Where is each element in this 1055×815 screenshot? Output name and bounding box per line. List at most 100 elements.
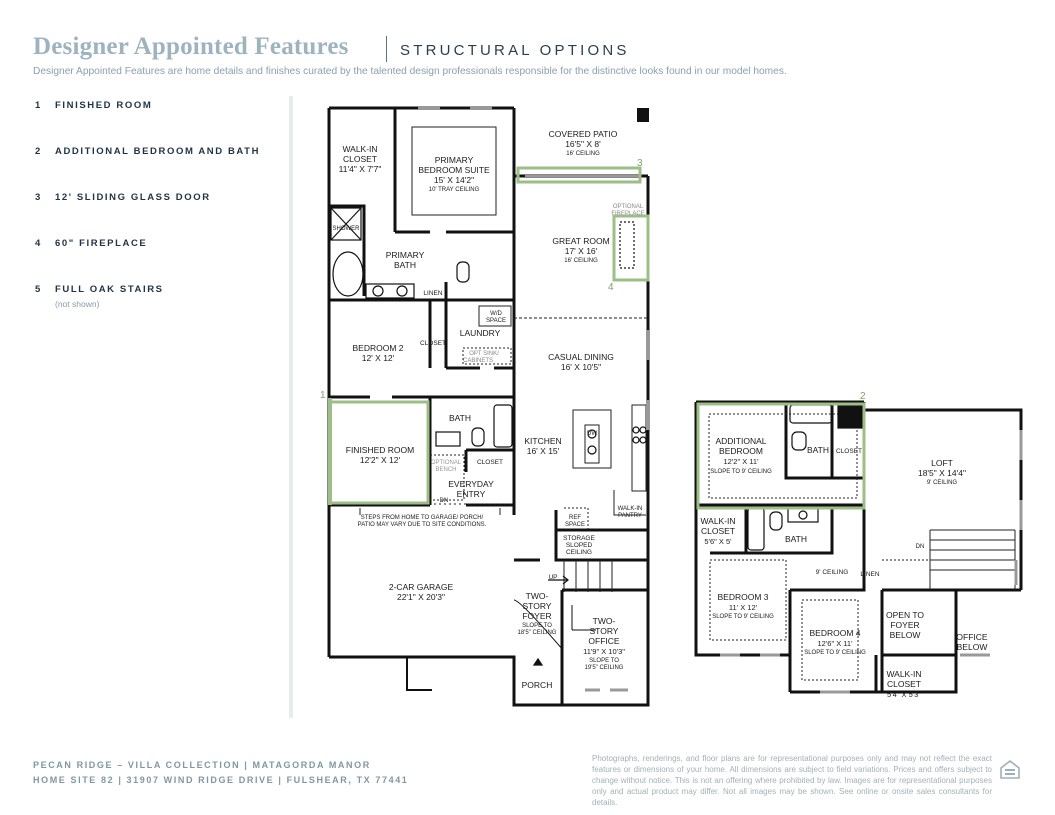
great-room-label: GREAT ROOM [552,236,609,246]
wd-space-label: W/D [490,311,502,317]
garage-dim: 22'1" X 20'3" [397,592,445,602]
additional-bedroom-highlight [696,402,866,510]
wd-space-label: SPACE [486,318,506,324]
open-foyer-label: FOYER [890,620,919,630]
bedroom2-dim: 12' X 12' [362,353,395,363]
bath2-label: BATH [785,534,807,544]
toilet-icon [769,511,783,531]
finished-room-label: FINISHED ROOM [346,445,414,455]
foyer-label: FOYER [522,611,551,621]
upper-bath-label: BATH [807,445,829,455]
steps-note: STEPS FROM HOME TO GARAGE/ PORCH/ [361,515,484,521]
walkin-closet-upper-dim: 5'6" X 5' [704,537,732,546]
sliding-door-highlight [516,166,642,184]
vanity-icon [435,431,461,447]
open-foyer-label: BELOW [890,630,921,640]
great-room-ceiling: 16' CEILING [564,258,598,264]
add-bedroom-slope: SLOPE TO 9' CEILING [710,469,772,475]
everyday-entry-label: ENTRY [457,489,486,499]
loft-dim: 18'5" X 14'4" [918,468,966,478]
up-label: UP [548,574,557,581]
bathtub-icon [747,507,765,551]
option-label: FINISHED ROOM [55,100,153,111]
toilet-icon [456,261,470,283]
add-bedroom-dim: 12'2" X 11' [724,457,760,466]
primary-bath-label: BATH [394,260,416,270]
first-floor-thin-lines [329,126,648,592]
toilet-icon [471,427,485,447]
optional-bench-label: OPTIONAL [431,460,462,466]
option-number: 3 [35,192,42,203]
shower-label: SHOWER [333,226,361,232]
office-label: TWO- [593,616,616,626]
walkin-pantry-label: WALK-IN [618,506,643,512]
foyer-slope: SLOPE TO [522,623,552,629]
bedroom3-label: BEDROOM 3 [717,592,768,602]
optional-bench-label: BENCH [435,467,456,473]
vanity-icon [365,283,415,299]
covered-patio-label: COVERED PATIO [549,129,618,139]
walkin-closet-label: CLOSET [343,154,377,164]
bedroom4-dim: 12'6" X 11' [818,639,854,648]
foyer-label: TWO- [526,591,549,601]
walkin-closet-upper-label: CLOSET [701,526,735,536]
kitchen-dim: 16' X 15' [527,446,560,456]
shower-icon [330,207,362,241]
kitchen-label: KITCHEN [524,436,561,446]
second-floor-labels: ADDITIONAL BEDROOM 12'2" X 11' SLOPE TO … [700,436,987,699]
primary-suite-dim: 15' X 14'2" [434,175,474,185]
office-below-label: OFFICE [956,632,987,642]
everyday-entry-label: EVERYDAY [448,479,494,489]
bedroom2-label: BEDROOM 2 [352,343,403,353]
footer-community: PECAN RIDGE – VILLA COLLECTION | MATAGOR… [33,760,371,770]
page-description: Designer Appointed Features are home det… [33,66,787,77]
covered-patio-dim: 16'5" X 8' [565,139,601,149]
loft-ceiling: 9' CEILING [927,480,957,486]
bath-label: BATH [449,413,471,423]
closet2-label: CLOSET [477,459,503,466]
steps-note: PATIO MAY VARY DUE TO SITE CONDITIONS. [358,522,487,528]
up-arrow-icon [532,657,544,666]
covered-patio-ceiling: 16' CEILING [566,151,600,157]
upper-dn-label: DN [916,544,925,550]
walkin-closet2-label: WALK-IN [886,669,921,679]
upper-closet-label: CLOSET [836,448,862,455]
option-label: FULL OAK STAIRS [55,284,164,295]
closet-label: CLOSET [420,340,446,347]
opt-sink-label: OPT SINK/ [469,351,499,357]
garage-label: 2-CAR GARAGE [389,582,454,592]
option-number: 2 [35,146,42,157]
optional-fireplace-label: FIREPLACE [611,211,644,217]
bedroom4-label: BEDROOM 4 [809,628,860,638]
fireplace-icon [619,221,635,269]
first-floor-fixtures [330,106,650,692]
add-bedroom-label: ADDITIONAL [715,436,766,446]
open-foyer-label: OPEN TO [886,610,924,620]
section-divider [289,96,293,718]
foyer-ceiling: 18'5" CEILING [518,630,557,636]
add-bedroom-label: BEDROOM [719,446,763,456]
foyer-label: STORY [523,601,552,611]
bathtub-icon [332,251,364,297]
casual-dining-dim: 16' X 10'5" [561,362,601,372]
storage-label: STORAGE [563,535,595,542]
option-label: 60" FIREPLACE [55,238,148,249]
office-below-label: BELOW [957,642,988,652]
title-divider [386,36,387,62]
office-slope: SLOPE TO [589,658,619,664]
equal-housing-icon [1000,759,1020,779]
marker-3: 3 [637,158,643,169]
great-room-dim: 17' X 16' [565,246,598,256]
optional-fireplace-label: OPTIONAL [613,204,644,210]
bathtub-icon [493,404,513,448]
column-post [637,108,649,122]
walkin-closet2-dim: 5'4" X 5'3" [887,690,921,699]
loft-label: LOFT [931,458,953,468]
opt-sink-label: CABINETS [463,358,493,364]
fireplace-highlight [612,214,650,282]
option-number: 5 [35,284,42,295]
